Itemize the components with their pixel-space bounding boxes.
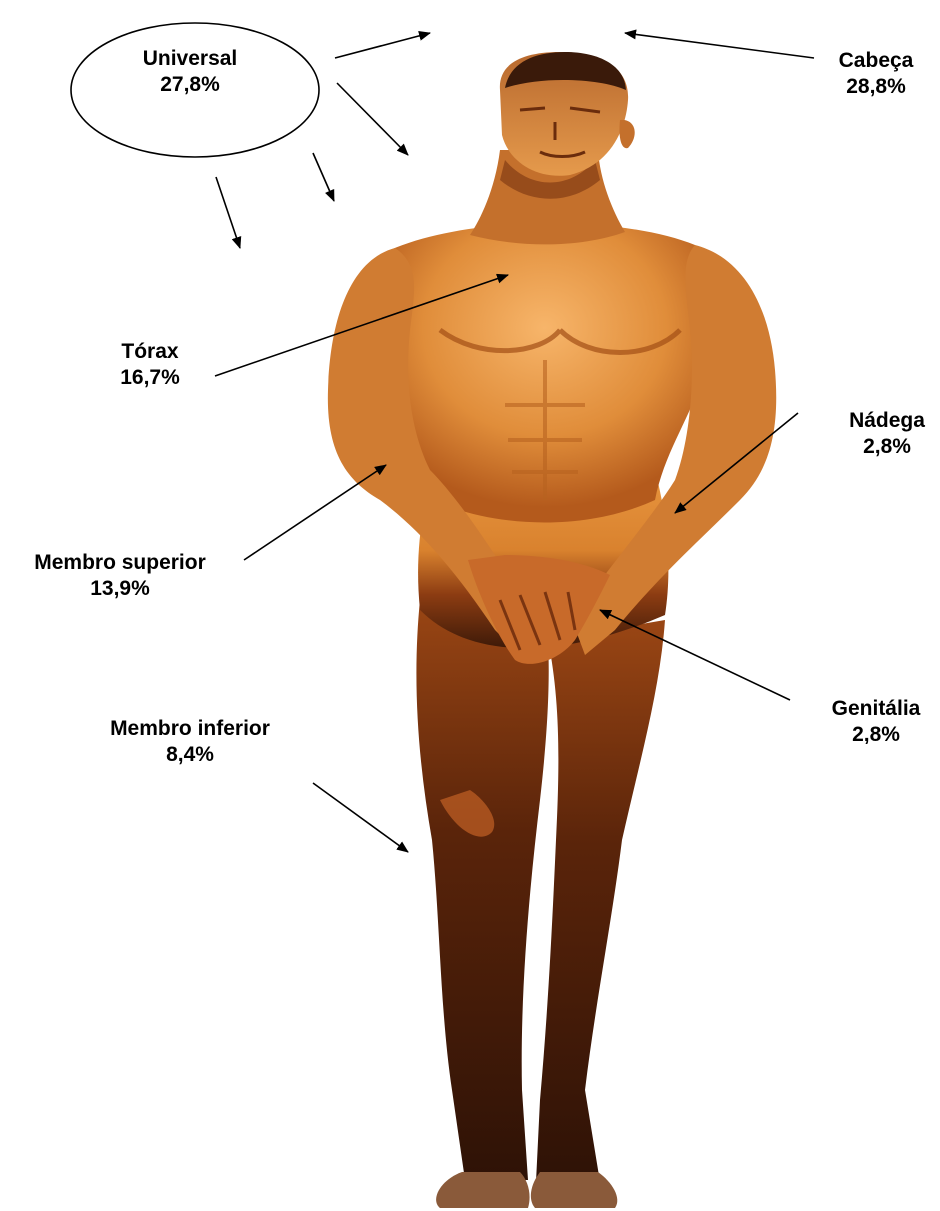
label-nadega: Nádega 2,8% bbox=[822, 408, 940, 460]
label-membro-superior: Membro superior 13,9% bbox=[0, 550, 240, 602]
cabeca-name: Cabeça bbox=[806, 48, 940, 74]
human-figure bbox=[328, 52, 776, 1208]
membro-inferior-arrow bbox=[313, 783, 408, 852]
membro-inferior-name: Membro inferior bbox=[80, 716, 300, 742]
label-membro-inferior: Membro inferior 8,4% bbox=[80, 716, 300, 768]
left-leg bbox=[416, 600, 548, 1180]
left-foot bbox=[436, 1172, 529, 1208]
membro-inferior-value: 8,4% bbox=[80, 742, 300, 768]
membro-superior-value: 13,9% bbox=[0, 576, 240, 602]
universal-arrow-up bbox=[335, 33, 430, 58]
universal-name: Universal bbox=[130, 46, 250, 72]
nadega-name: Nádega bbox=[822, 408, 940, 434]
torax-value: 16,7% bbox=[95, 365, 205, 391]
right-leg bbox=[536, 620, 665, 1182]
universal-arrow-down bbox=[216, 177, 240, 248]
label-universal: Universal 27,8% bbox=[130, 46, 250, 98]
genitalia-value: 2,8% bbox=[806, 722, 940, 744]
membro-superior-name: Membro superior bbox=[0, 550, 240, 576]
torax-name: Tórax bbox=[95, 339, 205, 365]
cabeca-arrow bbox=[625, 33, 814, 58]
label-genitalia: Genitália 2,8% bbox=[806, 696, 940, 744]
genitalia-name: Genitália bbox=[806, 696, 940, 722]
universal-value: 27,8% bbox=[130, 72, 250, 98]
nadega-value: 2,8% bbox=[822, 434, 940, 460]
right-foot bbox=[531, 1172, 617, 1208]
label-cabeca: Cabeça 28,8% bbox=[806, 48, 940, 100]
universal-arrow-short bbox=[313, 153, 334, 201]
cabeca-value: 28,8% bbox=[806, 74, 940, 100]
ear bbox=[619, 120, 634, 148]
universal-arrow-diag bbox=[337, 83, 408, 155]
label-torax: Tórax 16,7% bbox=[95, 339, 205, 391]
membro-superior-arrow bbox=[244, 465, 386, 560]
